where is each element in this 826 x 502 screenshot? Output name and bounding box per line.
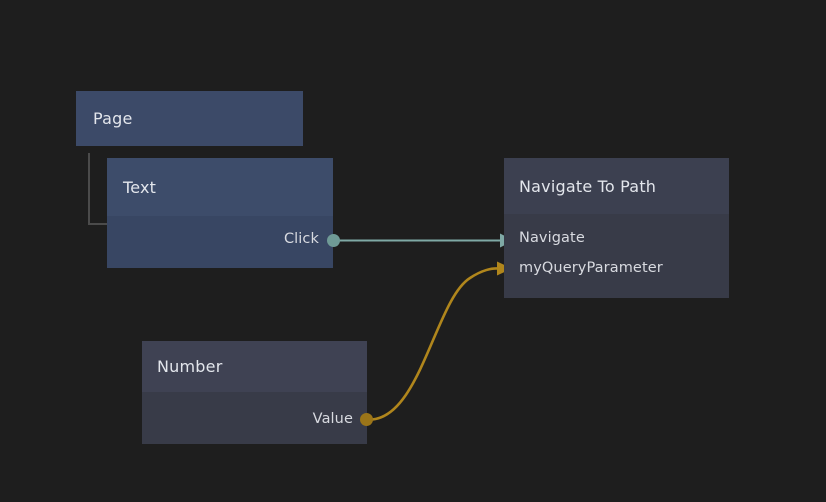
port-text-click-label: Click — [283, 231, 319, 247]
node-text-header: Text — [107, 158, 333, 216]
node-number[interactable]: Number Value — [142, 341, 367, 444]
node-page-header: Page — [76, 91, 303, 146]
node-text[interactable]: Text Click — [107, 158, 333, 268]
node-page-title: Page — [93, 109, 133, 128]
port-myqueryparameter-label: myQueryParameter — [519, 260, 663, 276]
node-number-body: Value — [142, 392, 367, 444]
wire-value-to-queryparameter — [366, 267, 500, 421]
port-myqueryparameter[interactable]: myQueryParameter — [519, 258, 663, 278]
port-navigate-label: Navigate — [519, 230, 585, 246]
port-number-value-label: Value — [312, 411, 353, 427]
node-number-title: Number — [157, 357, 223, 376]
node-navigate-to-path-body: Navigate myQueryParameter — [504, 214, 729, 298]
node-number-header: Number — [142, 341, 367, 392]
port-dot-click[interactable] — [327, 234, 340, 247]
port-dot-value[interactable] — [360, 413, 373, 426]
port-text-click[interactable]: Click — [284, 229, 319, 249]
node-navigate-to-path-title: Navigate To Path — [519, 176, 657, 196]
node-navigate-to-path[interactable]: Navigate To Path Navigate myQueryParamet… — [504, 158, 729, 298]
port-navigate[interactable]: Navigate — [519, 228, 585, 248]
node-text-body: Click — [107, 216, 333, 268]
tree-connector-page-to-text — [88, 153, 110, 225]
port-number-value[interactable]: Value — [313, 409, 353, 429]
node-page[interactable]: Page — [76, 91, 303, 146]
node-navigate-to-path-header: Navigate To Path — [504, 158, 729, 214]
node-text-title: Text — [123, 177, 157, 197]
